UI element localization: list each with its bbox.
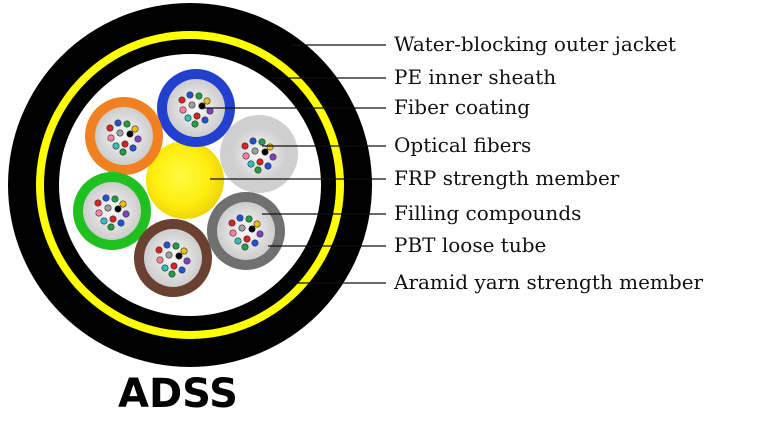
optical-fiber-dot xyxy=(256,158,264,166)
optical-fiber-dot xyxy=(228,219,236,227)
optical-fiber-dot xyxy=(258,138,266,146)
optical-fiber-dot xyxy=(251,147,259,155)
optical-fiber-dot xyxy=(168,270,176,278)
optical-fiber-dot xyxy=(126,130,134,138)
diagram-caption: ADSS xyxy=(118,371,238,417)
frp-strength-member xyxy=(146,141,224,219)
optical-fiber-dot xyxy=(253,220,261,228)
optical-fiber-dot xyxy=(119,200,127,208)
label-water-blocking-outer-jacket: Water-blocking outer jacket xyxy=(394,32,676,56)
optical-fiber-dot xyxy=(242,152,250,160)
optical-fiber-dot xyxy=(243,235,251,243)
optical-fiber-dot xyxy=(102,194,110,202)
optical-fiber-dot xyxy=(122,210,130,218)
optical-fiber-dot xyxy=(104,204,112,212)
optical-fiber-dot xyxy=(129,144,137,152)
tube-green xyxy=(73,172,151,250)
optical-fiber-dot xyxy=(156,256,164,264)
optical-fiber-dot xyxy=(155,246,163,254)
optical-fiber-dot xyxy=(95,209,103,217)
optical-fiber-dot xyxy=(249,137,257,145)
label-optical-fibers: Optical fibers xyxy=(394,133,531,157)
optical-fiber-dot xyxy=(94,199,102,207)
optical-fiber-dot xyxy=(248,225,256,233)
label-filling-compounds: Filling compounds xyxy=(394,201,581,225)
optical-fiber-dot xyxy=(175,252,183,260)
optical-fiber-dot xyxy=(191,120,199,128)
optical-fiber-dot xyxy=(172,242,180,250)
optical-fiber-dot xyxy=(121,140,129,148)
optical-fiber-dot xyxy=(269,153,277,161)
optical-fiber-dot xyxy=(247,160,255,168)
optical-fiber-dot xyxy=(100,217,108,225)
label-frp-strength-member: FRP strength member xyxy=(394,166,620,190)
label-aramid-yarn-strength-member: Aramid yarn strength member xyxy=(393,270,704,294)
label-pbt-loose-tube: PBT loose tube xyxy=(394,233,546,257)
optical-fiber-dot xyxy=(180,247,188,255)
optical-fiber-dot xyxy=(131,125,139,133)
optical-fiber-dot xyxy=(193,112,201,120)
optical-fiber-dot xyxy=(117,219,125,227)
optical-fiber-dot xyxy=(238,224,246,232)
optical-fiber-dot xyxy=(201,116,209,124)
optical-fiber-dot xyxy=(188,101,196,109)
optical-fiber-dot xyxy=(241,142,249,150)
tube-gray xyxy=(207,192,285,270)
optical-fiber-dot xyxy=(241,243,249,251)
tube-blue xyxy=(157,69,235,147)
optical-fiber-dot xyxy=(245,215,253,223)
optical-fiber-dot xyxy=(114,119,122,127)
optical-fiber-dot xyxy=(251,239,259,247)
optical-fiber-dot xyxy=(261,148,269,156)
optical-fiber-dot xyxy=(161,264,169,272)
optical-fiber-dot xyxy=(119,148,127,156)
optical-fiber-dot xyxy=(170,262,178,270)
tube-natural xyxy=(220,115,298,193)
optical-fiber-dot xyxy=(163,241,171,249)
tube-brown xyxy=(134,219,212,297)
optical-fiber-dot xyxy=(165,251,173,259)
optical-fiber-dot xyxy=(256,230,264,238)
optical-fiber-dot xyxy=(114,205,122,213)
optical-fiber-dot xyxy=(206,107,214,115)
optical-fiber-dot xyxy=(107,223,115,231)
optical-fiber-dot xyxy=(179,106,187,114)
optical-fiber-dot xyxy=(112,142,120,150)
optical-fiber-dot xyxy=(116,129,124,137)
optical-fiber-dot xyxy=(178,96,186,104)
optical-fiber-dot xyxy=(229,229,237,237)
optical-fiber-dot xyxy=(107,134,115,142)
optical-fiber-dot xyxy=(203,97,211,105)
optical-fiber-dot xyxy=(123,120,131,128)
optical-fiber-dot xyxy=(234,237,242,245)
label-fiber-coating: Fiber coating xyxy=(394,95,530,119)
optical-fiber-dot xyxy=(236,214,244,222)
optical-fiber-dot xyxy=(195,92,203,100)
optical-fiber-dot xyxy=(184,114,192,122)
optical-fiber-dot xyxy=(106,124,114,132)
label-pe-inner-sheath: PE inner sheath xyxy=(394,65,556,89)
optical-fiber-dot xyxy=(111,195,119,203)
optical-fiber-dot xyxy=(183,257,191,265)
optical-fiber-dot xyxy=(266,143,274,151)
optical-fiber-dot xyxy=(109,215,117,223)
optical-fiber-dot xyxy=(186,91,194,99)
tube-orange xyxy=(85,97,163,175)
optical-fiber-dot xyxy=(254,166,262,174)
optical-fiber-dot xyxy=(178,266,186,274)
optical-fiber-dot xyxy=(264,162,272,170)
optical-fiber-dot xyxy=(134,135,142,143)
